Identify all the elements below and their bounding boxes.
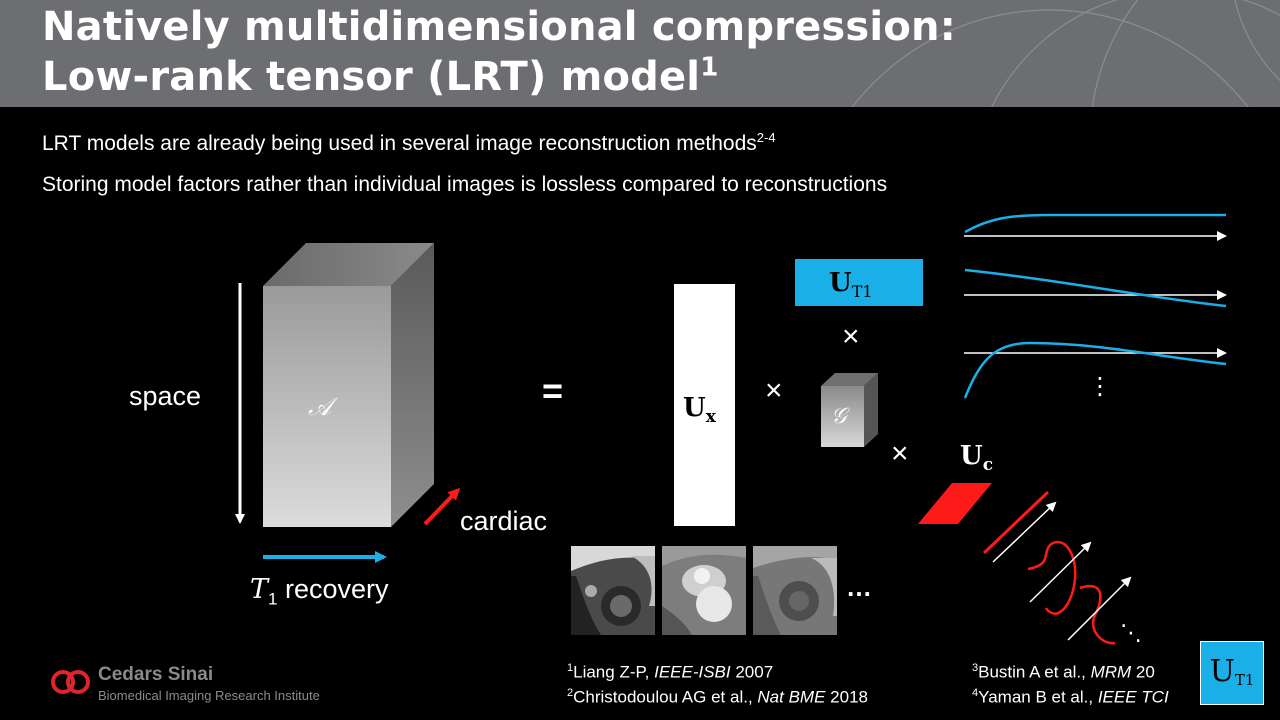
- footnote-2-num: 2: [567, 687, 574, 699]
- ut1-subscript: T1: [851, 282, 873, 302]
- footnote-1-num: 1: [567, 662, 574, 674]
- uc-factor-matrix: [918, 483, 992, 524]
- slide-header: Natively multidimensional compression: L…: [0, 0, 1280, 107]
- footnote-2-authors: Christodoulou AG et al.,: [573, 687, 758, 707]
- cedars-sinai-name: Cedars Sinai: [98, 664, 214, 685]
- equals-sign: =: [542, 370, 564, 411]
- t1-recovery-label: T1 recovery: [250, 574, 389, 609]
- ut1-main: U: [829, 268, 852, 298]
- times-sign-2: ×: [842, 320, 860, 353]
- footnote-1: 1Liang Z-P, IEEE-ISBI 2007: [567, 662, 773, 683]
- bullet-lossless-storage: Storing model factors rather than indivi…: [42, 173, 887, 197]
- bullet-2-text: Storing model factors rather than indivi…: [42, 173, 888, 196]
- bullet-lrt-usage: LRT models are already being used in sev…: [42, 130, 776, 156]
- t1-symbol: T: [250, 574, 269, 605]
- footnote-3: 3Bustin A et al., MRM 20: [972, 662, 1200, 683]
- ut1-label: UT1: [829, 268, 873, 301]
- uc-main: U: [960, 441, 983, 471]
- ux-label: Ux: [683, 393, 716, 427]
- ux-subscript: x: [705, 407, 716, 428]
- cardiac-label: cardiac: [460, 506, 548, 536]
- bullet-1-text: LRT models are already being used in sev…: [42, 132, 757, 155]
- cedars-sinai-subtitle: Biomedical Imaging Research Institute: [98, 688, 320, 703]
- recovery-word: recovery: [285, 574, 389, 604]
- image-series-ellipsis: …: [846, 572, 872, 602]
- times-sign-3: ×: [891, 437, 909, 470]
- title-line-2: Low-rank tensor (LRT) model: [42, 54, 701, 100]
- footnote-4: 4Yaman B et al., IEEE TCI: [972, 687, 1200, 708]
- footnote-4-venue: IEEE TCI: [1097, 687, 1169, 707]
- t1-basis-vertical-ellipsis: ⋮: [1088, 373, 1112, 400]
- core-tensor-cube: [821, 373, 878, 447]
- space-label: space: [129, 381, 202, 411]
- title-line-1: Natively multidimensional compression:: [42, 4, 956, 50]
- footnote-1-authors: Liang Z-P,: [573, 662, 655, 682]
- cardiac-axis-arrow: [423, 487, 461, 526]
- t1-subscript: 1: [268, 589, 278, 609]
- uc-subscript: c: [982, 455, 994, 476]
- bullet-1-ref: 2-4: [756, 130, 776, 145]
- footnote-3-authors: Bustin A et al.,: [978, 662, 1091, 682]
- footnote-1-year: 2007: [730, 662, 774, 682]
- mri-thumbnail-1: [571, 546, 655, 635]
- ux-main: U: [683, 393, 706, 423]
- footnote-4-num: 4: [972, 687, 979, 699]
- footnote-2-year: 2018: [825, 687, 868, 707]
- cardiac-basis-curves: [982, 490, 1132, 645]
- ux-factor-matrix: [674, 284, 735, 526]
- header-arc-decoration: [851, 0, 1280, 107]
- title-footnote-ref: 1: [700, 52, 719, 83]
- footnote-3-venue: MRM: [1090, 662, 1132, 682]
- footnote-2-venue: Nat BME: [757, 687, 826, 707]
- tensor-a-symbol: 𝒜: [308, 392, 332, 421]
- cardiac-basis-diag-ellipsis: ⋱: [1120, 620, 1142, 645]
- footnote-3-year: 20: [1131, 662, 1155, 682]
- ut1-badge-sub: T1: [1234, 671, 1255, 690]
- ut1-factor-matrix: [795, 259, 923, 306]
- footnote-3-num: 3: [972, 662, 979, 674]
- uc-label: Uc: [960, 441, 993, 475]
- ut1-badge-main: U: [1209, 654, 1235, 689]
- t1-basis-curves: [963, 213, 1227, 399]
- ut1-badge: UT1: [1200, 641, 1264, 705]
- mri-thumbnail-3: [753, 546, 837, 635]
- core-g-symbol: 𝒢: [831, 404, 847, 429]
- cedars-sinai-logo-mark: [51, 670, 90, 694]
- times-sign-1: ×: [765, 374, 783, 407]
- tensor-cube: [263, 243, 434, 527]
- footnote-1-venue: IEEE-ISBI: [654, 662, 731, 682]
- footnote-4-authors: Yaman B et al.,: [978, 687, 1098, 707]
- footnote-2: 2Christodoulou AG et al., Nat BME 2018: [567, 687, 868, 708]
- slide-title: Natively multidimensional compression: L…: [42, 2, 956, 102]
- mri-thumbnail-2: [662, 546, 746, 635]
